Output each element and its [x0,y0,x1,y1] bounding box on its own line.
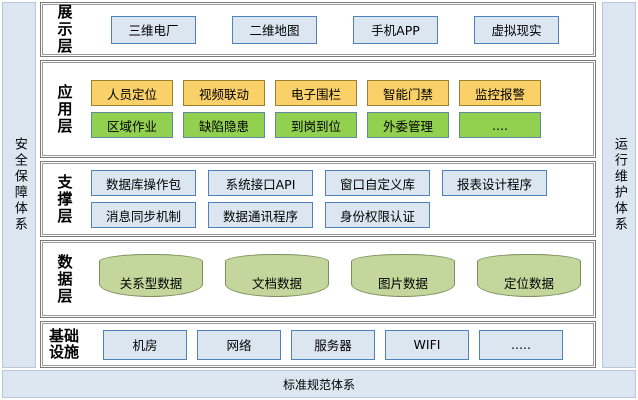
node-box[interactable]: 区域作业 [91,112,173,138]
node-box[interactable]: 缺陷隐患 [183,112,265,138]
layer-stack: 展示层 三维电厂 二维地图 手机APP 虚拟现实 应用层 人员定位 视频联动 [40,2,596,368]
layer-body-presentation: 三维电厂 二维地图 手机APP 虚拟现实 [87,3,595,56]
layer-title-text: 支撑层 [55,173,74,225]
layer-infrastructure: 基础设施 机房 网络 服务器 WIFI ..... [40,321,596,368]
node-box[interactable]: 系统接口API [208,170,313,196]
node-box[interactable]: 电子围栏 [275,80,357,106]
node-box[interactable]: 数据库操作包 [91,170,196,196]
node-box[interactable]: 二维地图 [232,15,317,44]
node-box[interactable]: 消息同步机制 [91,202,196,228]
cylinder-label: 定位数据 [503,275,554,291]
node-box[interactable]: 手机APP [353,15,438,44]
cylinder-label: 图片数据 [377,275,428,291]
node-box[interactable]: 外委管理 [367,112,449,138]
cylinder-body-icon [225,261,329,297]
cylinder-body-icon [351,261,455,297]
node-row: 消息同步机制 数据通讯程序 身份权限认证 [91,202,587,228]
layer-body-data: 关系型数据 文档数据 图片数据 定位数据 [87,241,595,317]
layer-body-infrastructure: 机房 网络 服务器 WIFI ..... [87,322,595,367]
database-cylinder[interactable]: 文档数据 [225,254,329,304]
right-pillar-label: 运行维护体系 [611,137,627,233]
node-box[interactable]: 三维电厂 [111,15,196,44]
node-row: 数据库操作包 系统接口API 窗口自定义库 报表设计程序 [91,170,587,196]
node-row: 三维电厂 二维地图 手机APP 虚拟现实 [91,15,587,44]
node-box[interactable]: 视频联动 [183,80,265,106]
node-box-ellipsis[interactable]: ..... [479,329,563,360]
database-cylinder[interactable]: 定位数据 [477,254,581,304]
layer-title-application: 应用层 [41,84,87,135]
layer-title-text: 数据层 [55,253,74,305]
left-pillar-label: 安全保障体系 [11,137,27,233]
node-box[interactable]: 监控报警 [459,80,541,106]
node-box[interactable]: 智能门禁 [367,80,449,106]
layer-title-text: 基础设施 [48,326,79,361]
left-pillar-security-system: 安全保障体系 [2,2,36,368]
layer-title-text: 展示层 [55,4,74,55]
node-box[interactable]: 到岗到位 [275,112,357,138]
layer-title-support: 支撑层 [41,174,87,225]
node-row: 人员定位 视频联动 电子围栏 智能门禁 监控报警 [91,80,587,106]
layer-title-presentation: 展示层 [41,4,87,55]
database-cylinder[interactable]: 图片数据 [351,254,455,304]
node-box[interactable]: 报表设计程序 [442,170,547,196]
node-box[interactable]: 窗口自定义库 [325,170,430,196]
bottom-bar-standards-system: 标准规范体系 [2,370,636,398]
right-pillar-operations-system: 运行维护体系 [602,2,636,368]
node-row: 区域作业 缺陷隐患 到岗到位 外委管理 .... [91,112,587,138]
database-cylinder[interactable]: 关系型数据 [99,254,203,304]
node-box-ellipsis[interactable]: .... [459,112,541,138]
cylinder-body-icon [99,261,203,297]
node-box[interactable]: 数据通讯程序 [208,202,313,228]
layer-application: 应用层 人员定位 视频联动 电子围栏 智能门禁 监控报警 区域作业 缺陷隐患 到… [40,60,596,158]
node-box[interactable]: 虚拟现实 [474,15,559,44]
node-box[interactable]: 网络 [197,329,281,360]
layer-support: 支撑层 数据库操作包 系统接口API 窗口自定义库 报表设计程序 消息同步机制 … [40,161,596,237]
layer-data: 数据层 关系型数据 文档数据 [40,240,596,318]
node-box[interactable]: WIFI [385,329,469,360]
node-row: 关系型数据 文档数据 图片数据 定位数据 [91,252,587,306]
layer-title-text: 应用层 [55,83,74,135]
node-box[interactable]: 机房 [103,329,187,360]
node-box[interactable]: 人员定位 [91,80,173,106]
cylinder-body-icon [477,261,581,297]
layer-title-infrastructure: 基础设施 [41,326,87,361]
layer-title-data: 数据层 [41,254,87,305]
layer-body-application: 人员定位 视频联动 电子围栏 智能门禁 监控报警 区域作业 缺陷隐患 到岗到位 … [87,61,595,157]
bottom-bar-label: 标准规范体系 [282,377,355,392]
node-box[interactable]: 身份权限认证 [325,202,430,228]
layer-body-support: 数据库操作包 系统接口API 窗口自定义库 报表设计程序 消息同步机制 数据通讯… [87,162,595,236]
cylinder-label: 文档数据 [251,275,302,291]
layer-presentation: 展示层 三维电厂 二维地图 手机APP 虚拟现实 [40,2,596,57]
cylinder-label: 关系型数据 [119,275,183,291]
node-box[interactable]: 服务器 [291,329,375,360]
node-row: 机房 网络 服务器 WIFI ..... [91,329,587,360]
